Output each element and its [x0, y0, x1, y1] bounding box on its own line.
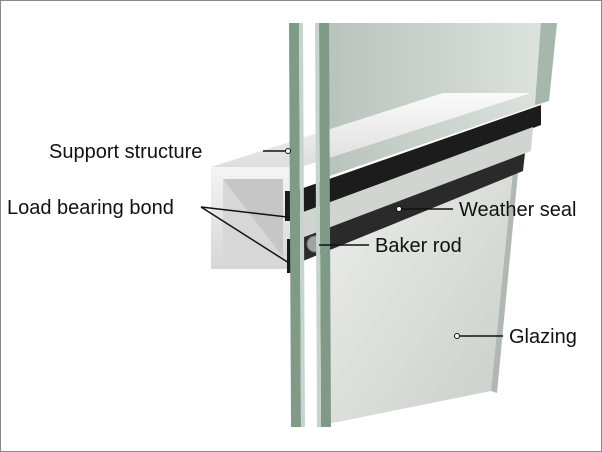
weather-seal-strip	[289, 105, 541, 217]
glass-sheet-outer-highlight	[299, 23, 305, 427]
load-bearing-bond-leader-lower	[200, 206, 290, 264]
upper-panel-edge	[535, 23, 557, 105]
baker-rod-label: Baker rod	[375, 235, 462, 257]
support-structure-label: Support structure	[49, 141, 203, 163]
load-bearing-bond-label: Load bearing bond	[7, 197, 174, 219]
load-bearing-bond-leader-upper	[200, 206, 288, 218]
support-tube-inner-shadow	[223, 179, 283, 257]
lower-glazing-panel	[323, 131, 517, 425]
load-bearing-bond-upper	[285, 191, 294, 221]
weather-seal-lower	[301, 153, 525, 261]
sealant-band	[295, 127, 533, 239]
glass-sheet-inner-highlight	[315, 23, 321, 427]
glazing-marker	[454, 333, 460, 339]
weather-seal-label: Weather seal	[459, 199, 577, 221]
lower-panel-edge	[491, 131, 521, 393]
glass-sheet-outer	[289, 23, 301, 427]
glass-sheet-inner	[319, 23, 331, 427]
glazing-label: Glazing	[509, 326, 577, 348]
support-structure-marker	[285, 148, 291, 154]
weather-seal-marker	[396, 206, 402, 212]
